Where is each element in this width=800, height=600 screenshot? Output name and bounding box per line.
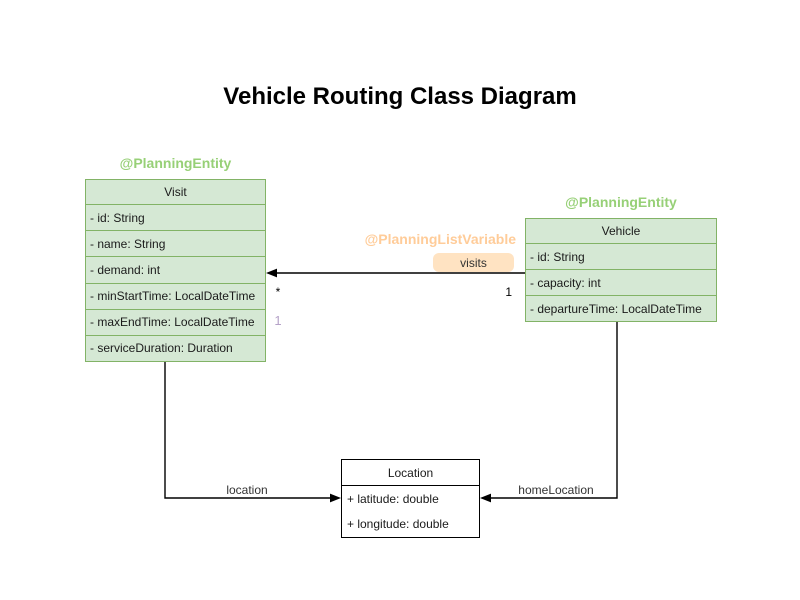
vehicle-attribute: - capacity: int <box>526 269 716 295</box>
location-association-edge[interactable] <box>164 362 341 503</box>
class-visit-name: Visit <box>86 180 265 205</box>
class-location-name: Location <box>342 460 479 486</box>
visits-arrowhead-icon <box>266 268 277 278</box>
visits-edge-label[interactable]: visits <box>433 253 514 272</box>
visit-attribute: - id: String <box>90 210 145 225</box>
home-location-arrowhead-icon <box>480 493 491 503</box>
visits-secondary-marker: 1 <box>274 313 282 328</box>
visits-source-multiplicity: 1 <box>505 285 512 299</box>
location-arrowhead-icon <box>330 493 341 503</box>
vehicle-attribute: - departureTime: LocalDateTime <box>526 295 716 321</box>
home-location-association-edge[interactable] <box>480 322 618 503</box>
location-edge-label[interactable]: location <box>226 483 268 497</box>
visit-stereotype: @PlanningEntity <box>119 155 232 171</box>
vehicle-stereotype: @PlanningEntity <box>565 194 677 210</box>
location-attribute: + longitude: double <box>347 517 449 532</box>
home-location-edge-label[interactable]: homeLocation <box>518 483 594 497</box>
diagram-title: Vehicle Routing Class Diagram <box>223 83 577 110</box>
visit-attribute: - name: String <box>86 230 265 256</box>
class-location[interactable]: Location + latitude: double + longitude:… <box>341 459 480 538</box>
class-visit[interactable]: Visit - id: String - name: String - dema… <box>85 179 266 362</box>
visit-attribute: - minStartTime: LocalDateTime <box>86 282 265 309</box>
visit-attribute: - maxEndTime: LocalDateTime <box>86 308 265 335</box>
planning-list-variable-annotation: @PlanningListVariable <box>364 231 516 247</box>
location-attribute: + latitude: double <box>347 491 439 506</box>
visit-attribute: - serviceDuration: Duration <box>86 334 265 361</box>
vehicle-attribute: - id: String <box>530 249 585 264</box>
class-vehicle-name: Vehicle <box>526 219 716 244</box>
visits-target-multiplicity: * <box>275 285 281 299</box>
visit-attribute: - demand: int <box>86 256 265 282</box>
class-vehicle[interactable]: Vehicle - id: String - capacity: int - d… <box>525 218 717 322</box>
